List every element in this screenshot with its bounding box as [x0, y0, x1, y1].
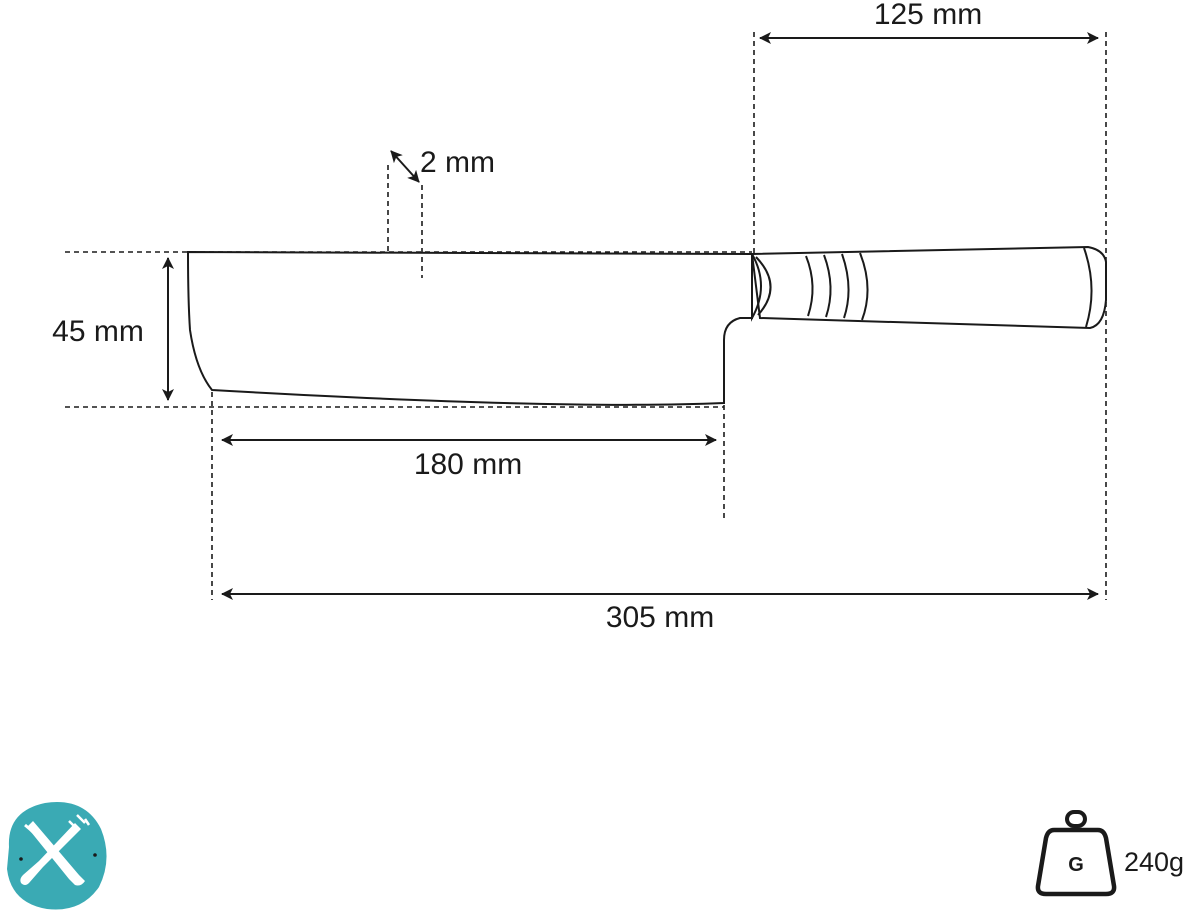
knife-bolster [751, 253, 762, 322]
label-blade-thickness: 2 mm [420, 146, 495, 179]
label-blade-length: 180 mm [414, 448, 522, 481]
arrow-blade-thickness [390, 150, 420, 183]
knife-fork-logo-icon [7, 802, 107, 910]
label-handle-length: 125 mm [874, 0, 982, 31]
weight-icon-letter: G [1068, 854, 1084, 876]
weight-indicator: G 240g [1035, 810, 1184, 897]
knife-blade-outline [186, 250, 753, 406]
handle-ring-3 [841, 253, 850, 319]
knife-handle-outline [750, 245, 1107, 330]
dimension-arrows [162, 32, 1099, 600]
kettlebell-weight-icon: G [1035, 810, 1117, 897]
knife-bolster-curve [755, 256, 772, 316]
dimension-labels: 125 mm 2 mm 45 mm 180 mm 305 mm [52, 0, 982, 634]
label-blade-height: 45 mm [52, 315, 144, 348]
handle-butt-cap [1083, 247, 1093, 328]
handle-ring-2 [823, 254, 832, 318]
label-total-length: 305 mm [606, 601, 714, 634]
handle-ring-4 [859, 252, 869, 321]
weight-value: 240g [1124, 847, 1184, 877]
reference-lines [65, 32, 1107, 600]
handle-ring-1 [805, 255, 814, 317]
knife-drawing [186, 245, 1107, 406]
